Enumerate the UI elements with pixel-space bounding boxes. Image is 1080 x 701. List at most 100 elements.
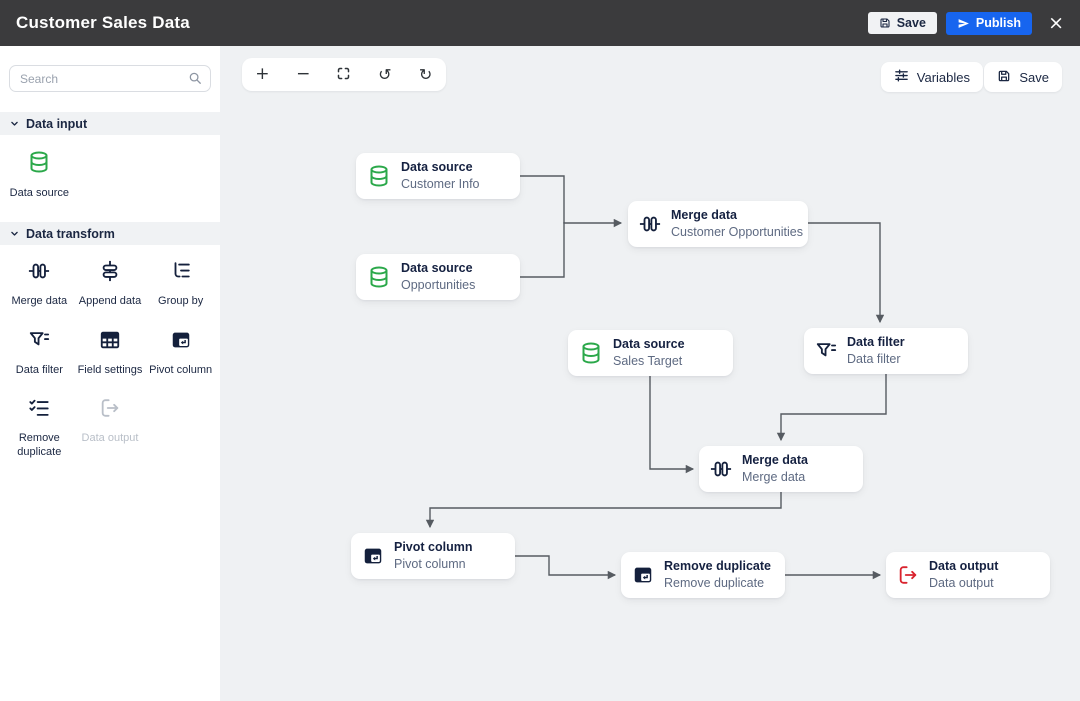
sidebar-item-pivot-column[interactable]: Pivot column: [145, 329, 216, 377]
undo-button[interactable]: ↺: [372, 62, 398, 88]
pivot-column-icon: [362, 545, 384, 567]
sidebar-item-merge-data[interactable]: Merge data: [4, 260, 75, 308]
node-subtitle: Opportunities: [401, 277, 476, 292]
node-title: Pivot column: [394, 539, 473, 554]
filter-icon: [815, 340, 837, 362]
merge-data-icon: [710, 458, 732, 480]
sidebar-item-label: Append data: [78, 295, 142, 308]
append-data-icon: [99, 260, 121, 287]
sidebar-item-data-output: Data output: [75, 397, 146, 460]
sidebar-item-group-by[interactable]: Group by: [145, 260, 216, 308]
zoom-in-button[interactable]: +: [249, 62, 275, 88]
sidebar-item-label: Group by: [158, 295, 204, 308]
sidebar-item-label: Data output: [81, 431, 139, 444]
database-icon: [367, 265, 391, 289]
node-title: Remove duplicate: [664, 558, 771, 573]
node-subtitle: Sales Target: [613, 353, 683, 368]
app-header: Customer Sales Data Save Publish ×: [0, 0, 1080, 46]
sidebar-item-label: Pivot column: [149, 363, 213, 376]
send-icon: [957, 17, 970, 30]
minus-icon: −: [296, 64, 311, 84]
section-data-transform[interactable]: Data transform: [0, 222, 220, 246]
save-button[interactable]: Save: [867, 11, 937, 35]
section-label: Data input: [26, 116, 88, 131]
sidebar-item-append-data[interactable]: Append data: [75, 260, 146, 308]
save-icon: [879, 17, 891, 29]
data-transform-items: Merge data Append data Group by Data fil…: [0, 245, 220, 475]
sidebar-item-label: Field settings: [77, 363, 143, 376]
save-icon: [997, 69, 1011, 86]
checklist-icon: [28, 397, 50, 424]
database-icon: [27, 150, 51, 179]
redo-button[interactable]: ↻: [413, 62, 439, 88]
save-button-label: Save: [896, 15, 926, 30]
node-title: Data source: [401, 260, 473, 275]
canvas-toolbar: + − ↺ ↻: [242, 58, 446, 91]
merge-data-icon: [28, 260, 50, 287]
canvas-save-button[interactable]: Save: [984, 62, 1062, 92]
data-output-icon: [99, 397, 121, 424]
sidebar-item-field-settings[interactable]: Field settings: [75, 329, 146, 377]
group-by-icon: [170, 260, 192, 287]
database-icon: [367, 164, 391, 188]
node-subtitle: Data filter: [847, 351, 901, 366]
redo-icon: ↻: [418, 64, 433, 84]
search-input[interactable]: [9, 65, 211, 92]
node-title: Data source: [401, 159, 473, 174]
search-wrap: [9, 65, 211, 92]
section-label: Data transform: [26, 226, 115, 241]
filter-icon: [28, 329, 50, 356]
publish-button-label: Publish: [975, 15, 1022, 30]
node-subtitle: Customer Opportunities: [671, 224, 804, 239]
variables-button-label: Variables: [916, 69, 970, 85]
variables-button[interactable]: Variables: [880, 62, 983, 92]
chevron-down-icon: [10, 115, 19, 133]
node-subtitle: Data output: [929, 575, 994, 590]
canvas-save-button-label: Save: [1019, 69, 1049, 85]
sidebar-item-remove-duplicate[interactable]: Remove duplicate: [4, 397, 75, 460]
search-icon: [188, 71, 202, 90]
fit-view-icon: [336, 66, 351, 84]
workflow-connectors: [425, 175, 887, 580]
data-input-items: Data source: [0, 135, 220, 216]
node-subtitle: Merge data: [742, 469, 806, 484]
pivot-column-icon: [170, 329, 192, 356]
close-icon[interactable]: ×: [1048, 11, 1064, 34]
sidebar-item-label: Data filter: [15, 363, 63, 376]
sliders-icon: [894, 68, 909, 86]
database-icon: [579, 341, 603, 365]
data-output-icon: [897, 564, 919, 586]
table-grid-icon: [99, 329, 121, 356]
node-subtitle: Remove duplicate: [664, 575, 765, 590]
merge-data-icon: [639, 213, 661, 235]
sidebar-item-data-filter[interactable]: Data filter: [4, 329, 75, 377]
node-title: Merge data: [742, 452, 808, 467]
sidebar-item-label: Merge data: [11, 295, 68, 308]
section-data-input[interactable]: Data input: [0, 112, 220, 135]
publish-button[interactable]: Publish: [945, 11, 1033, 35]
plus-icon: +: [255, 64, 270, 84]
node-subtitle: Pivot column: [394, 556, 466, 571]
sidebar-item-data-source[interactable]: Data source: [4, 150, 75, 200]
sidebar-item-label: Data source: [9, 187, 69, 199]
node-subtitle: Customer Info: [401, 176, 480, 191]
sidebar: Data input Data source Data transform Me…: [0, 46, 220, 701]
node-title: Merge data: [671, 207, 737, 222]
undo-icon: ↺: [378, 64, 392, 84]
node-title: Data output: [929, 558, 999, 573]
page-title: Customer Sales Data: [16, 13, 190, 32]
sidebar-item-label: Remove duplicate: [17, 431, 62, 459]
fit-view-button[interactable]: [331, 62, 357, 88]
zoom-out-button[interactable]: −: [290, 62, 316, 88]
pivot-column-icon: [632, 564, 654, 586]
